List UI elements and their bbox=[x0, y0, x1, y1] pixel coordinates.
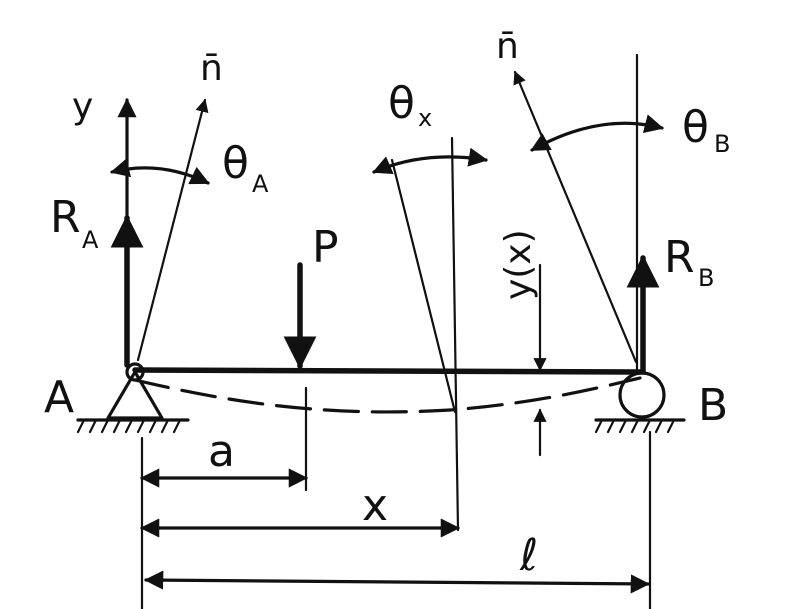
label-n-left: n̄ bbox=[200, 48, 223, 89]
beam bbox=[132, 367, 643, 375]
label-dim-x: x bbox=[362, 480, 388, 531]
label-r-a: R bbox=[50, 192, 81, 243]
label-r-a-sub: A bbox=[82, 226, 99, 254]
label-theta-a-sub: A bbox=[252, 170, 269, 198]
label-dim-l: ℓ bbox=[519, 530, 538, 581]
label-dim-a: a bbox=[208, 426, 235, 477]
normal-a-arrow bbox=[136, 98, 209, 362]
deflection-curve bbox=[133, 376, 642, 414]
roller-support-b bbox=[594, 371, 686, 434]
theta-b-arc bbox=[530, 114, 664, 152]
label-theta-x: θ bbox=[388, 78, 415, 129]
label-n-right: n̄ bbox=[496, 26, 519, 67]
label-theta-b-sub: B bbox=[714, 130, 730, 158]
label-r-b: R bbox=[664, 232, 695, 283]
label-r-b-sub: B bbox=[698, 264, 714, 292]
theta-x-normal bbox=[390, 158, 457, 414]
normal-b-arrow bbox=[513, 70, 638, 364]
theta-a-arc bbox=[110, 158, 210, 185]
label-p: P bbox=[312, 222, 339, 273]
label-y-of-x: y(x) bbox=[498, 229, 539, 300]
label-theta-x-sub: x bbox=[418, 104, 432, 132]
label-point-a: A bbox=[44, 372, 74, 423]
dimension-l bbox=[144, 570, 650, 594]
label-y: y bbox=[72, 86, 93, 127]
theta-x-vertical bbox=[450, 136, 460, 532]
pin-support-a bbox=[76, 362, 190, 434]
theta-x-arc bbox=[372, 147, 488, 174]
label-theta-a: θ bbox=[222, 138, 249, 189]
label-theta-b: θ bbox=[682, 102, 709, 153]
label-point-b: B bbox=[698, 380, 728, 431]
